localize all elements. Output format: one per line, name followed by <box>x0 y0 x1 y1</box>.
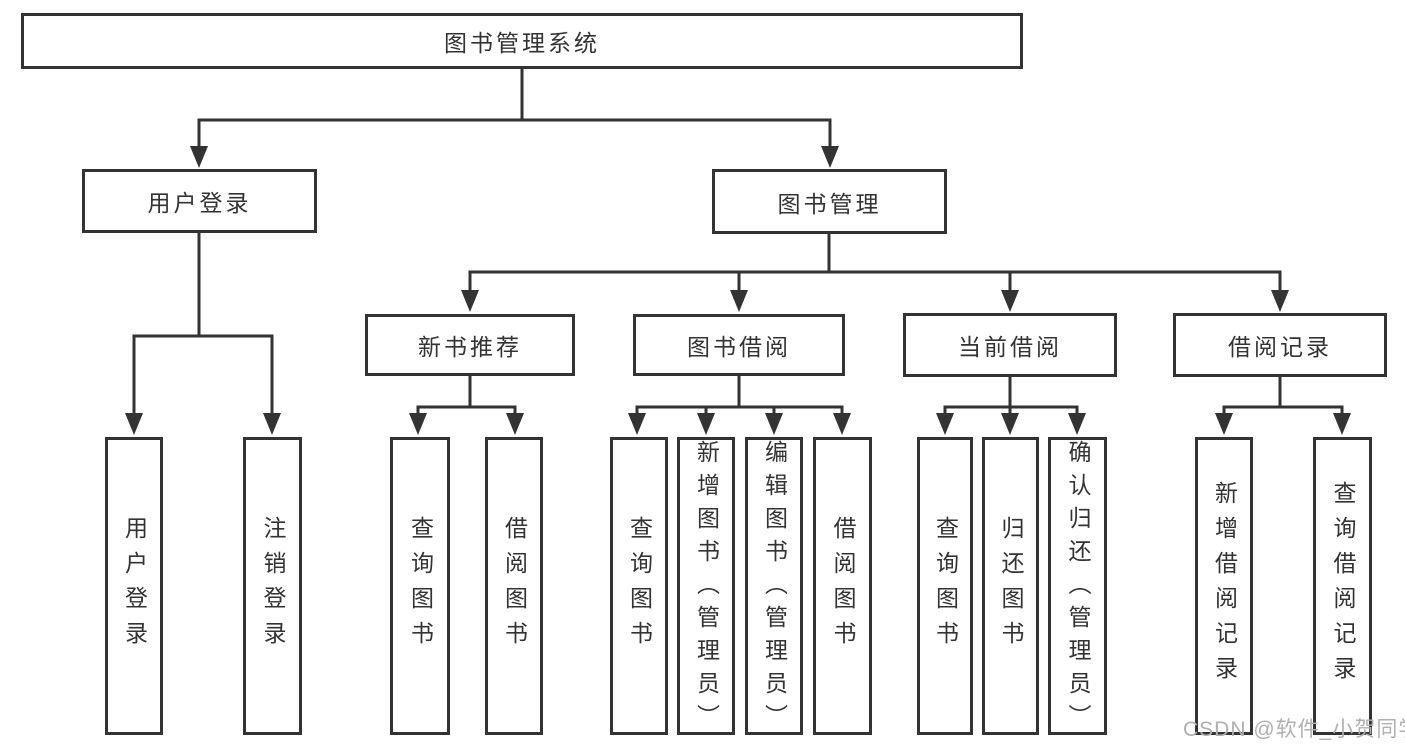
csdn-watermark: CSDN @软件_小贺同学 <box>1183 718 1405 741</box>
leaf-user-login: 用户登录 <box>105 437 163 735</box>
leaf-logout: 注销登录 <box>243 437 302 735</box>
node-new-book-recommend: 新书推荐 <box>365 314 575 376</box>
leaf-newbook-query-books: 查询图书 <box>390 437 450 735</box>
connector-user-login-children <box>125 231 281 435</box>
node-borrow-record: 借阅记录 <box>1173 313 1387 377</box>
node-book-borrow: 图书借阅 <box>633 314 845 376</box>
node-book-management: 图书管理 <box>712 169 947 234</box>
node-root-system: 图书管理系统 <box>21 13 1023 69</box>
connector-book-borrow-children <box>628 374 851 435</box>
node-current-borrow: 当前借阅 <box>903 313 1117 377</box>
leaf-record-add-borrow-record: 新增借阅记录 <box>1195 437 1253 735</box>
connector-borrow-record-children <box>1215 375 1351 435</box>
leaf-borrow-add-books-admin: 新增图书（管理员） <box>677 437 735 737</box>
leaf-borrow-borrow-books: 借阅图书 <box>813 437 872 735</box>
connector-new-book-children <box>409 374 524 435</box>
leaf-borrow-edit-books-admin: 编辑图书（管理员） <box>745 437 803 737</box>
leaf-current-confirm-return-admin: 确认归还（管理员） <box>1048 437 1107 737</box>
leaf-current-return-books: 归还图书 <box>982 437 1039 735</box>
connector-root-to-level2 <box>190 67 839 168</box>
leaf-newbook-borrow-books: 借阅图书 <box>485 437 543 735</box>
leaf-record-query-borrow-record: 查询借阅记录 <box>1313 437 1372 735</box>
leaf-borrow-query-books: 查询图书 <box>610 437 668 735</box>
connector-book-management-children <box>461 232 1289 312</box>
node-user-login: 用户登录 <box>82 169 317 233</box>
leaf-current-query-books: 查询图书 <box>917 437 973 735</box>
connector-current-borrow-children <box>936 375 1086 435</box>
